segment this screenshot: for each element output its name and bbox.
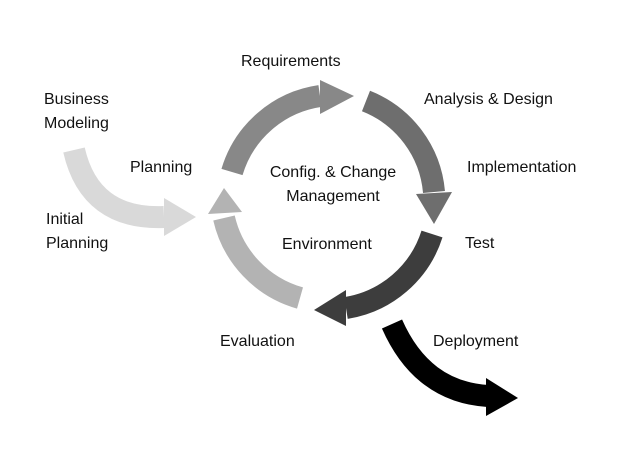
config-change-line-2: Management bbox=[286, 188, 380, 205]
initial-planning-line-1: Initial bbox=[46, 211, 84, 228]
requirements-arrow bbox=[221, 80, 354, 176]
business-modeling-label: Business Modeling bbox=[44, 88, 109, 136]
business-modeling-line-2: Modeling bbox=[44, 115, 109, 132]
planning-arrow bbox=[208, 188, 304, 309]
entry-arrow bbox=[63, 147, 196, 236]
test-label: Test bbox=[465, 235, 495, 252]
test-arrow bbox=[314, 230, 443, 326]
analysis-arrow bbox=[361, 90, 452, 224]
requirements-label: Requirements bbox=[241, 53, 341, 70]
evaluation-label: Evaluation bbox=[220, 333, 295, 350]
analysis-design-label: Analysis & Design bbox=[424, 91, 553, 108]
initial-planning-line-2: Planning bbox=[46, 235, 109, 252]
initial-planning-label: Initial Planning bbox=[46, 208, 108, 256]
config-change-label: Config. & Change Management bbox=[256, 161, 410, 209]
deployment-label: Deployment bbox=[433, 333, 519, 350]
planning-label: Planning bbox=[130, 159, 193, 176]
business-modeling-line-1: Business bbox=[44, 91, 109, 108]
environment-label: Environment bbox=[282, 236, 372, 253]
implementation-label: Implementation bbox=[467, 159, 577, 176]
config-change-line-1: Config. & Change bbox=[269, 164, 397, 181]
deployment-arrow bbox=[381, 319, 518, 416]
